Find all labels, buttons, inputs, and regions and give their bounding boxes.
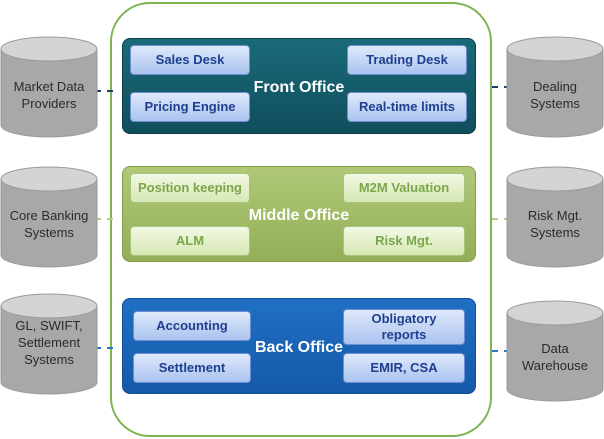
settlement-box: Settlement (133, 353, 251, 383)
cylinder-shape (506, 300, 604, 402)
connector-gl-swift (95, 347, 113, 349)
cylinder-shape (506, 36, 604, 138)
connector-market-data (95, 90, 113, 92)
core-banking-systems-database: Core Banking Systems (0, 166, 98, 268)
obligatory-reports-box: Obligatory reports (343, 309, 465, 345)
risk-mgt-box: Risk Mgt. (343, 226, 465, 256)
data-warehouse-label: Data Warehouse (522, 341, 588, 373)
gl-swift-settlement-label: GL, SWIFT, Settlement Systems (15, 318, 83, 367)
alm-box: ALM (130, 226, 250, 256)
cylinder-shape (506, 166, 604, 268)
dealing-systems-database: Dealing Systems (506, 36, 604, 138)
back-office-title: Back Office (254, 339, 344, 356)
gl-swift-settlement-database: GL, SWIFT, Settlement Systems (0, 293, 98, 395)
connector-data-warehouse (492, 350, 510, 352)
cylinder-shape (0, 293, 98, 395)
real-time-limits-box: Real-time limits (347, 92, 467, 122)
accounting-box: Accounting (133, 311, 251, 341)
connector-core-banking (95, 218, 113, 220)
market-data-providers-database: Market Data Providers (0, 36, 98, 138)
emir-csa-box: EMIR, CSA (343, 353, 465, 383)
trading-desk-box: Trading Desk (347, 45, 467, 75)
sales-desk-box: Sales Desk (130, 45, 250, 75)
risk-mgt-systems-database: Risk Mgt. Systems (506, 166, 604, 268)
risk-mgt-systems-label: Risk Mgt. Systems (527, 208, 583, 240)
middle-office-title: Middle Office (248, 207, 350, 224)
core-banking-systems-label: Core Banking Systems (9, 208, 89, 240)
connector-risk-mgt-systems (492, 218, 510, 220)
market-data-providers-label: Market Data Providers (13, 79, 85, 111)
dealing-systems-label: Dealing Systems (530, 79, 580, 111)
connector-dealing-systems (492, 86, 510, 88)
cylinder-shape (0, 36, 98, 138)
cylinder-shape (0, 166, 98, 268)
data-warehouse-database: Data Warehouse (506, 300, 604, 402)
pricing-engine-box: Pricing Engine (130, 92, 250, 122)
front-office-title: Front Office (253, 79, 345, 96)
m2m-valuation-box: M2M Valuation (343, 173, 465, 203)
position-keeping-box: Position keeping (130, 173, 250, 203)
